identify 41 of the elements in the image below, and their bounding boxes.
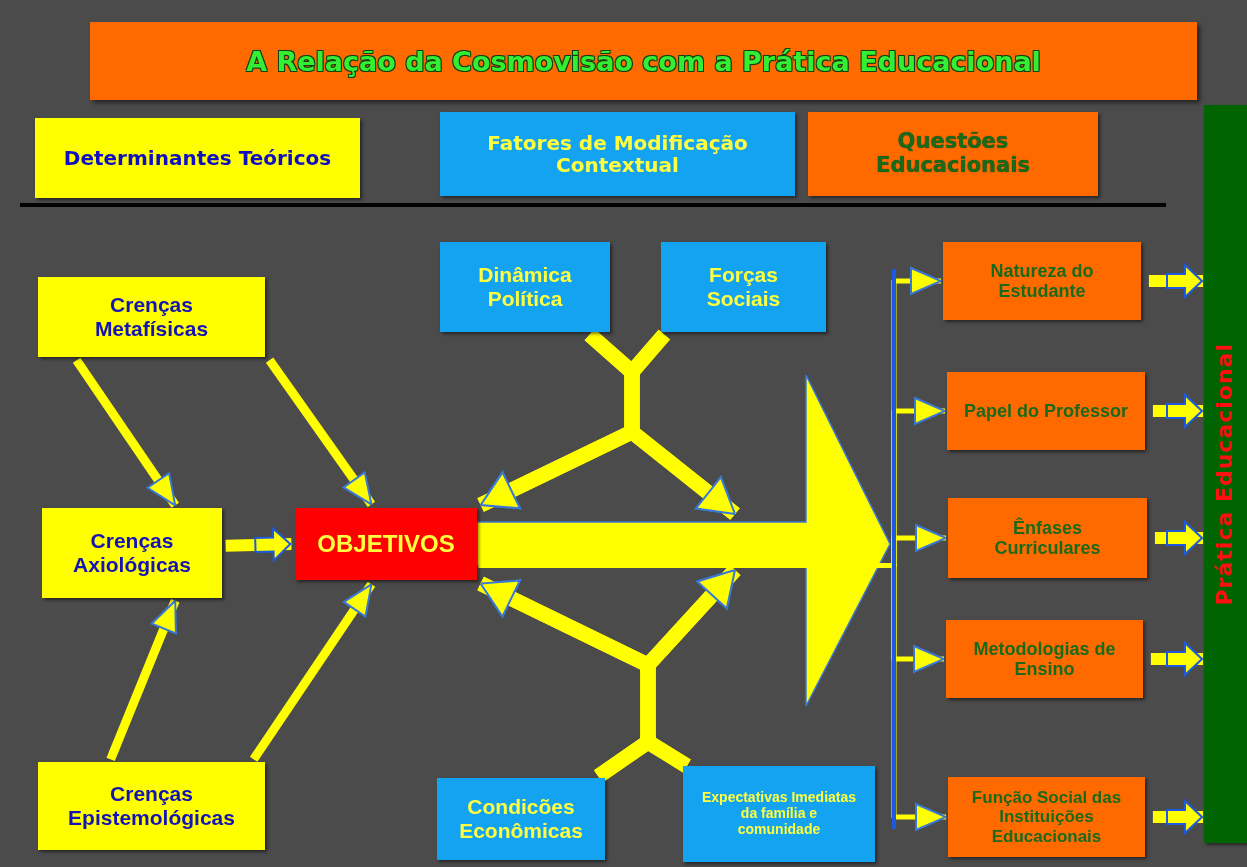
factor-box: [683, 766, 875, 862]
box-label: OBJETIVOS: [317, 530, 455, 558]
box-label: Prática Educacional: [1213, 342, 1238, 606]
box-label: Condicões Econômicas: [458, 795, 584, 843]
factor-box: [661, 242, 826, 332]
box-label: Determinantes Teóricos: [63, 146, 332, 170]
box-label: Crenças Axiológicas: [72, 529, 192, 577]
question-box: [948, 498, 1147, 578]
box-label: Dinâmica Política: [477, 263, 573, 311]
box-label: Fatores de Modificação Contextual: [486, 131, 749, 177]
question-box: [943, 242, 1141, 320]
box-label: Ênfases Curriculares: [993, 517, 1102, 559]
header-box: [808, 112, 1098, 196]
box-label: Papel do Professor: [963, 400, 1129, 422]
box-label: Questões Educacionais: [875, 130, 1031, 178]
diagram-title: A Relação da Cosmovisão com a Prática Educacional: [246, 45, 1041, 77]
arrow: [265, 357, 376, 507]
box-label: Crenças Metafísicas: [93, 293, 210, 341]
header-box: [35, 118, 360, 198]
factor-box: [440, 242, 610, 332]
belief-box: [38, 277, 265, 357]
box-label: Expectativas Imediatas da família e comunidade: [700, 790, 858, 838]
arrow: [72, 357, 179, 508]
objectives-box: [295, 508, 477, 580]
belief-box: [42, 508, 222, 598]
box-label: Função Social das Instituições Educacionais: [970, 788, 1123, 846]
arrow: [249, 581, 376, 762]
question-box: [947, 372, 1145, 450]
box-label: Crenças Epistemológicas: [67, 782, 236, 830]
belief-box: [38, 762, 265, 850]
side-bar: [1204, 105, 1247, 843]
header-box: [440, 112, 795, 196]
big-arrow: [476, 374, 891, 707]
box-label: Forças Sociais: [705, 263, 782, 311]
arrow: [624, 329, 740, 520]
question-box: [946, 620, 1143, 698]
factor-box: [437, 778, 605, 860]
box-label: Natureza do Estudante: [989, 260, 1095, 302]
arrow: [106, 599, 180, 762]
box-label: Metodologias de Ensino: [972, 638, 1117, 680]
question-box: [948, 777, 1145, 857]
